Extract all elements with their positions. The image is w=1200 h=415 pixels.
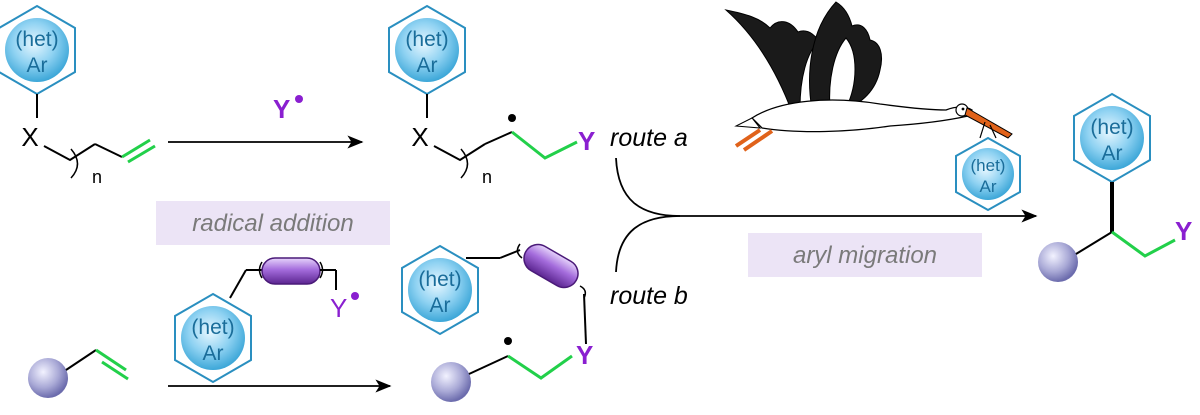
atom-y: Y [1175, 216, 1192, 246]
radical-intermediate-b: (het) Ar Y [401, 243, 593, 402]
bond [468, 355, 509, 375]
ring-label-ar: Ar [980, 177, 997, 196]
bond [229, 269, 247, 299]
atom-y-radical: Y [330, 293, 347, 323]
ring-label-ar: Ar [430, 294, 451, 317]
atom-y: Y [576, 340, 593, 370]
converging-arrows [615, 157, 1038, 273]
aryl-migration-label: aryl migration [748, 233, 982, 277]
ring-label-het: (het) [971, 156, 1006, 175]
radical-dot [295, 95, 303, 103]
route-a-label: route a [610, 124, 688, 152]
route-b-label: route b [610, 282, 688, 310]
radical-dot [504, 337, 512, 345]
radical-intermediate-a: (het) Ar X n Y [388, 5, 595, 187]
subscript-n: n [92, 167, 102, 187]
tether-capsule-icon [523, 243, 579, 289]
ring-label-het: (het) [1090, 116, 1133, 139]
subscript-n: n [482, 167, 492, 187]
atom-x: X [411, 122, 428, 152]
ring-label-het: (het) [405, 28, 448, 51]
alkene-bond [95, 348, 127, 372]
ring-label-ar: Ar [1102, 142, 1123, 165]
bond [94, 143, 123, 158]
atom-x: X [21, 122, 38, 152]
new-bonds [507, 354, 573, 380]
radical-dot [508, 114, 516, 122]
radical-addition-label: radical addition [156, 201, 390, 245]
sphere-icon [1038, 242, 1078, 282]
atom-y: Y [578, 126, 595, 156]
label-box [748, 233, 982, 277]
step-1: Y [168, 94, 364, 149]
ring-label-het: (het) [191, 316, 234, 339]
sphere-icon [28, 358, 68, 398]
tether-capsule-icon [261, 257, 321, 285]
sphere-icon [431, 362, 471, 402]
bond [65, 349, 97, 371]
radical-dot [351, 292, 359, 300]
new-bonds [511, 130, 578, 160]
label-box [156, 201, 390, 245]
carried-aryl: (het) Ar [955, 136, 1021, 212]
label-text: radical addition [192, 210, 353, 237]
alkene-bond [121, 138, 151, 159]
bond [1075, 231, 1113, 255]
ring-label-het: (het) [418, 268, 461, 291]
product: (het) Ar Y [1038, 93, 1192, 282]
alkene-bond [127, 144, 156, 164]
chain-bonds [43, 143, 96, 162]
repeat-bracket [460, 148, 469, 179]
ring-label-ar: Ar [27, 54, 48, 77]
alkene-bond [101, 360, 129, 381]
chain-bonds [433, 143, 486, 162]
ring-label-ar: Ar [417, 54, 438, 77]
repeat-bracket [70, 148, 79, 179]
tethered-aryl-reagent: (het) Ar Y [174, 257, 359, 383]
bond [484, 131, 513, 145]
ring-label-ar: Ar [203, 342, 224, 365]
atom-y-radical: Y [273, 94, 290, 124]
stork-icon [724, 1, 1013, 152]
new-bonds [1111, 230, 1176, 258]
substrate-b [28, 348, 129, 398]
label-text: aryl migration [793, 242, 937, 269]
ring-label-het: (het) [15, 28, 58, 51]
substrate-a: (het) Ar X n [0, 5, 156, 187]
